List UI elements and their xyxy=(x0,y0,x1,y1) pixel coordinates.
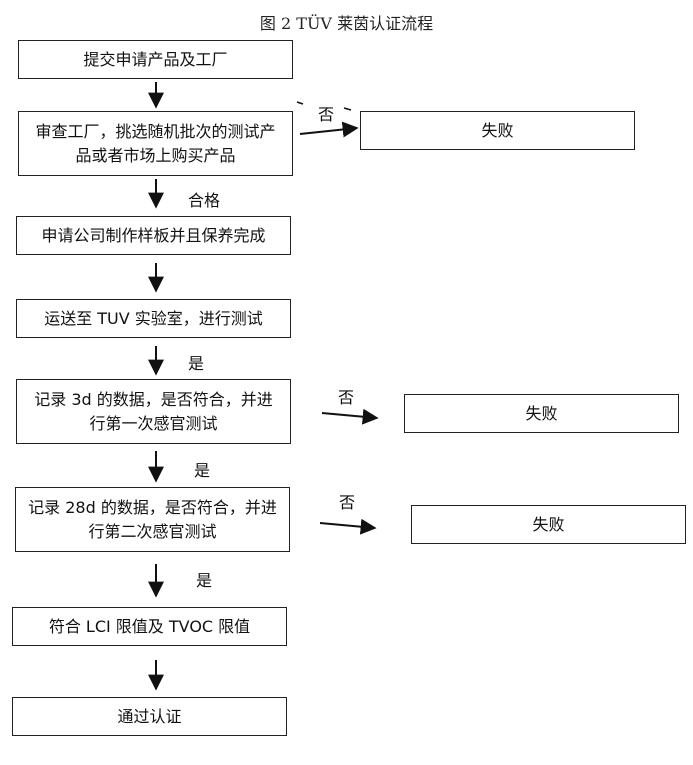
label-no-3: 否 xyxy=(339,493,356,512)
step-6-text: 记录 28d 的数据，是否符合，并进行第二次感官测试 xyxy=(28,497,277,541)
step-2-text: 审查工厂，挑选随机批次的测试产品或者市场上购买产品 xyxy=(35,121,276,165)
step-4-box: 运送至 TUV 实验室，进行测试 xyxy=(16,299,291,338)
label-yes-3: 是 xyxy=(196,571,213,590)
diagram-title: 图 2 TÜV 莱茵认证流程 xyxy=(259,14,434,33)
fail-box-3: 失败 xyxy=(411,505,686,544)
label-no-1: 否 xyxy=(318,105,335,124)
label-yes-1: 是 xyxy=(188,354,205,373)
fail-box-1: 失败 xyxy=(360,111,635,150)
step-5-text: 记录 3d 的数据，是否符合，并进行第一次感官测试 xyxy=(34,389,273,433)
step-8-box: 通过认证 xyxy=(12,697,287,736)
label-pass: 合格 xyxy=(188,191,221,210)
label-no-2: 否 xyxy=(338,388,355,407)
step-2-box: 审查工厂，挑选随机批次的测试产品或者市场上购买产品 xyxy=(18,111,293,176)
label-yes-2: 是 xyxy=(194,461,211,480)
step-1-box: 提交申请产品及工厂 xyxy=(18,40,293,79)
arrow-fail-1 xyxy=(299,121,359,138)
step-5-box: 记录 3d 的数据，是否符合，并进行第一次感官测试 xyxy=(16,379,291,444)
step-3-box: 申请公司制作样板并且保养完成 xyxy=(16,216,291,255)
step-6-box: 记录 28d 的数据，是否符合，并进行第二次感官测试 xyxy=(15,487,290,552)
arrow-fail-3 xyxy=(319,518,377,535)
step-7-box: 符合 LCI 限值及 TVOC 限值 xyxy=(12,607,287,646)
arrow-fail-2 xyxy=(321,408,379,425)
dashed-connector xyxy=(296,101,352,111)
fail-box-2: 失败 xyxy=(404,394,679,433)
